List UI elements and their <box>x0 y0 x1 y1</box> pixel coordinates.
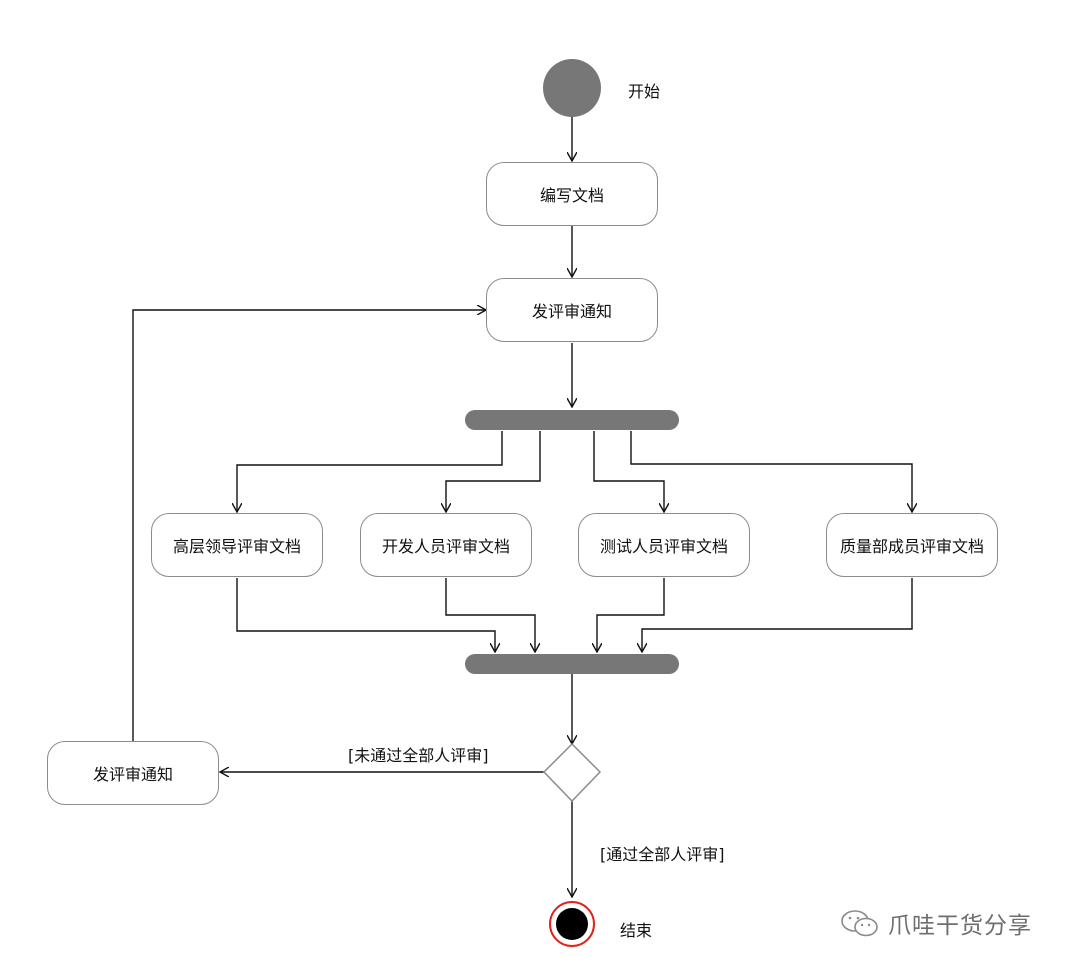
edge-fork-to-review-3 <box>593 431 664 512</box>
edge-resend-loop-to-notice <box>132 310 486 741</box>
edge-fork-to-review-4 <box>630 431 912 512</box>
activity-review-testers: 测试人员评审文档 <box>578 513 750 577</box>
fork-bar <box>465 410 679 430</box>
edge-review-1-to-join <box>236 578 495 652</box>
start-label: 开始 <box>628 82 661 101</box>
edge-fork-to-review-2 <box>446 431 541 512</box>
watermark: 爪哇干货分享 <box>840 906 1032 940</box>
start-node <box>543 59 601 117</box>
activity-send-notice: 发评审通知 <box>486 278 658 342</box>
edge-review-3-to-join <box>597 578 665 652</box>
guard-pass-label: [通过全部人评审] <box>600 845 725 864</box>
wechat-icon <box>841 910 878 937</box>
edge-fork-to-review-1 <box>237 431 503 512</box>
end-label: 结束 <box>620 921 653 940</box>
edge-review-2-to-join <box>445 578 535 652</box>
activity-review-leaders: 高层领导评审文档 <box>151 513 323 577</box>
end-node-core <box>556 908 588 940</box>
edge-review-4-to-join <box>642 578 913 652</box>
guard-fail-label: [未通过全部人评审] <box>348 746 489 765</box>
activity-review-developers: 开发人员评审文档 <box>360 513 532 577</box>
join-bar <box>465 654 679 674</box>
activity-write-doc: 编写文档 <box>486 162 658 226</box>
decision-node <box>542 742 602 803</box>
activity-resend-notice: 发评审通知 <box>47 741 219 805</box>
activity-review-quality: 质量部成员评审文档 <box>826 513 998 577</box>
watermark-text: 爪哇干货分享 <box>888 913 1032 939</box>
